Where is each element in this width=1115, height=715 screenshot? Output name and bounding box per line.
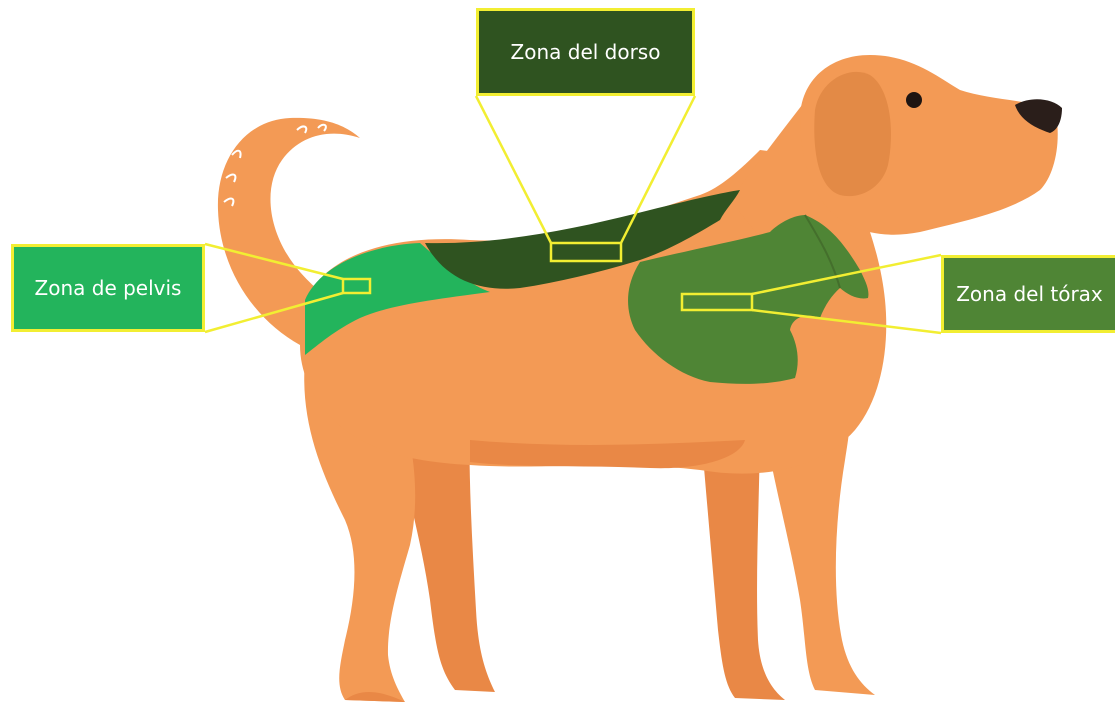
label-zona-pelvis-text: Zona de pelvis: [35, 276, 182, 300]
label-zona-torax: Zona del tórax: [941, 255, 1115, 333]
dog-eye: [906, 92, 922, 108]
label-zona-pelvis: Zona de pelvis: [11, 244, 205, 332]
label-zona-dorso: Zona del dorso: [476, 8, 695, 96]
dog-ear: [814, 72, 891, 196]
label-zona-dorso-text: Zona del dorso: [511, 40, 661, 64]
label-zona-torax-text: Zona del tórax: [956, 282, 1103, 306]
